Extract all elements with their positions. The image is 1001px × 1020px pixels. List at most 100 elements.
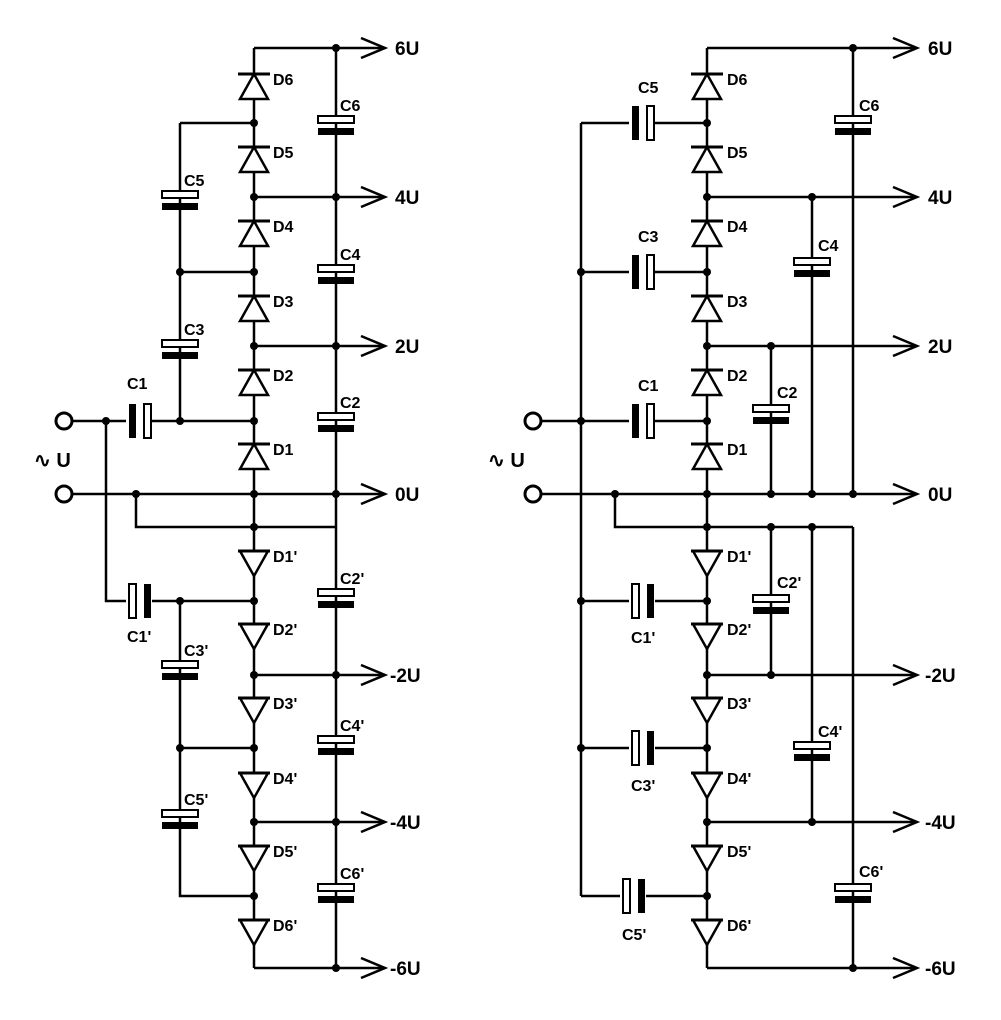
label-d3: D3 xyxy=(273,294,294,311)
label-d6p: D6' xyxy=(273,918,297,935)
capacitor-c5 xyxy=(161,190,199,210)
label-c3p: C3' xyxy=(631,778,655,795)
diode-d5 xyxy=(690,144,724,174)
diode-d3 xyxy=(237,293,271,323)
label-c4: C4 xyxy=(340,247,361,264)
capacitor-c4 xyxy=(793,257,831,277)
voltage-label-4u: 4U xyxy=(928,188,952,209)
right-capacitor-labels: C6 C4 C2 C2' C4' C6' C5 C3 C1 C1' C3' C5… xyxy=(622,80,883,944)
label-c6p: C6' xyxy=(859,864,883,881)
voltage-label-minus-4u: -4U xyxy=(390,813,421,834)
label-d2: D2 xyxy=(727,368,748,385)
diode-d1 xyxy=(690,441,724,471)
label-c5p: C5' xyxy=(184,792,208,809)
label-c5: C5 xyxy=(638,80,659,97)
label-c6: C6 xyxy=(340,98,361,115)
label-d1p: D1' xyxy=(273,549,297,566)
label-d5: D5 xyxy=(273,145,294,162)
diode-d1 xyxy=(237,441,271,471)
capacitor-c5p xyxy=(161,809,199,829)
label-c6p: C6' xyxy=(340,866,364,883)
label-c1: C1 xyxy=(638,378,659,395)
label-c2p: C2' xyxy=(777,575,801,592)
label-c3p: C3' xyxy=(184,643,208,660)
right-source-label: ∿ U xyxy=(488,450,525,472)
left-wires xyxy=(72,46,385,970)
diode-d4 xyxy=(690,218,724,248)
capacitor-c3 xyxy=(629,253,655,291)
right-circuit: ∿ U 6U 4U 2U 0U -2U -4U -6U D6 D5 D4 D3 … xyxy=(488,36,956,980)
label-d2p: D2' xyxy=(727,622,751,639)
diode-d2p xyxy=(237,622,271,652)
diode-d5p xyxy=(690,844,724,874)
diode-d5 xyxy=(237,144,271,174)
left-junction-dots xyxy=(102,44,340,972)
diode-d4p xyxy=(237,771,271,801)
diode-d4p xyxy=(690,771,724,801)
left-source-label: ∿ U xyxy=(34,450,71,472)
label-c3: C3 xyxy=(638,229,659,246)
voltage-label-0u: 0U xyxy=(395,485,419,506)
label-d6: D6 xyxy=(273,72,294,89)
label-d4p: D4' xyxy=(727,771,751,788)
capacitor-c2p xyxy=(752,594,790,614)
voltage-label-0u: 0U xyxy=(928,485,952,506)
label-d4p: D4' xyxy=(273,771,297,788)
label-d2: D2 xyxy=(273,368,294,385)
right-diodes xyxy=(690,71,724,948)
capacitor-c5 xyxy=(629,104,655,142)
voltage-label-6u: 6U xyxy=(928,39,952,60)
label-c5p: C5' xyxy=(622,927,646,944)
label-c1p: C1' xyxy=(631,630,655,647)
capacitor-c1p xyxy=(126,582,152,620)
label-d1: D1 xyxy=(727,442,748,459)
diode-d2p xyxy=(690,622,724,652)
right-output-arrows xyxy=(892,36,921,980)
label-d5: D5 xyxy=(727,145,748,162)
capacitor-c4 xyxy=(317,264,355,284)
capacitor-c6p xyxy=(834,883,872,903)
diode-d1p xyxy=(237,549,271,579)
voltage-label-minus-6u: -6U xyxy=(925,959,956,980)
voltage-label-4u: 4U xyxy=(395,188,419,209)
label-c2: C2 xyxy=(340,395,361,412)
right-diode-labels: D6 D5 D4 D3 D2 D1 D1' D2' D3' D4' D5' D6… xyxy=(727,72,751,935)
label-d5p: D5' xyxy=(727,844,751,861)
right-wires xyxy=(541,46,917,970)
diode-d4 xyxy=(237,218,271,248)
left-input-terminal-bottom xyxy=(54,484,74,504)
label-c3: C3 xyxy=(184,322,205,339)
capacitor-c1 xyxy=(629,402,655,440)
label-c6: C6 xyxy=(859,98,880,115)
diode-d6p xyxy=(690,918,724,948)
capacitor-c2 xyxy=(317,412,355,432)
label-d3: D3 xyxy=(727,294,748,311)
diode-d6p xyxy=(237,918,271,948)
right-voltage-labels: 6U 4U 2U 0U -2U -4U -6U xyxy=(925,39,956,980)
capacitor-c1 xyxy=(126,402,152,440)
voltage-label-minus-4u: -4U xyxy=(925,813,956,834)
label-c4p: C4' xyxy=(340,718,364,735)
capacitor-c1p xyxy=(629,582,655,620)
capacitor-c5p xyxy=(620,877,646,915)
label-c4p: C4' xyxy=(818,724,842,741)
capacitor-c6 xyxy=(834,115,872,135)
diode-d3p xyxy=(690,696,724,726)
label-d2p: D2' xyxy=(273,622,297,639)
label-d4: D4 xyxy=(727,219,748,236)
left-circuit: ∿ U 6U 4U 2U 0U -2U -4U -6U D6 D5 D4 D3 … xyxy=(34,36,421,980)
capacitor-c3p xyxy=(629,729,655,767)
label-c1: C1 xyxy=(127,376,148,393)
right-junction-dots xyxy=(577,44,857,972)
diode-d1p xyxy=(690,549,724,579)
label-c2: C2 xyxy=(777,385,798,402)
capacitor-c3 xyxy=(161,339,199,359)
diode-d3p xyxy=(237,696,271,726)
capacitor-c3p xyxy=(161,660,199,680)
label-c2p: C2' xyxy=(340,571,364,588)
label-d6: D6 xyxy=(727,72,748,89)
voltage-label-2u: 2U xyxy=(928,337,952,358)
diode-d2 xyxy=(690,367,724,397)
left-output-arrows xyxy=(360,36,389,980)
